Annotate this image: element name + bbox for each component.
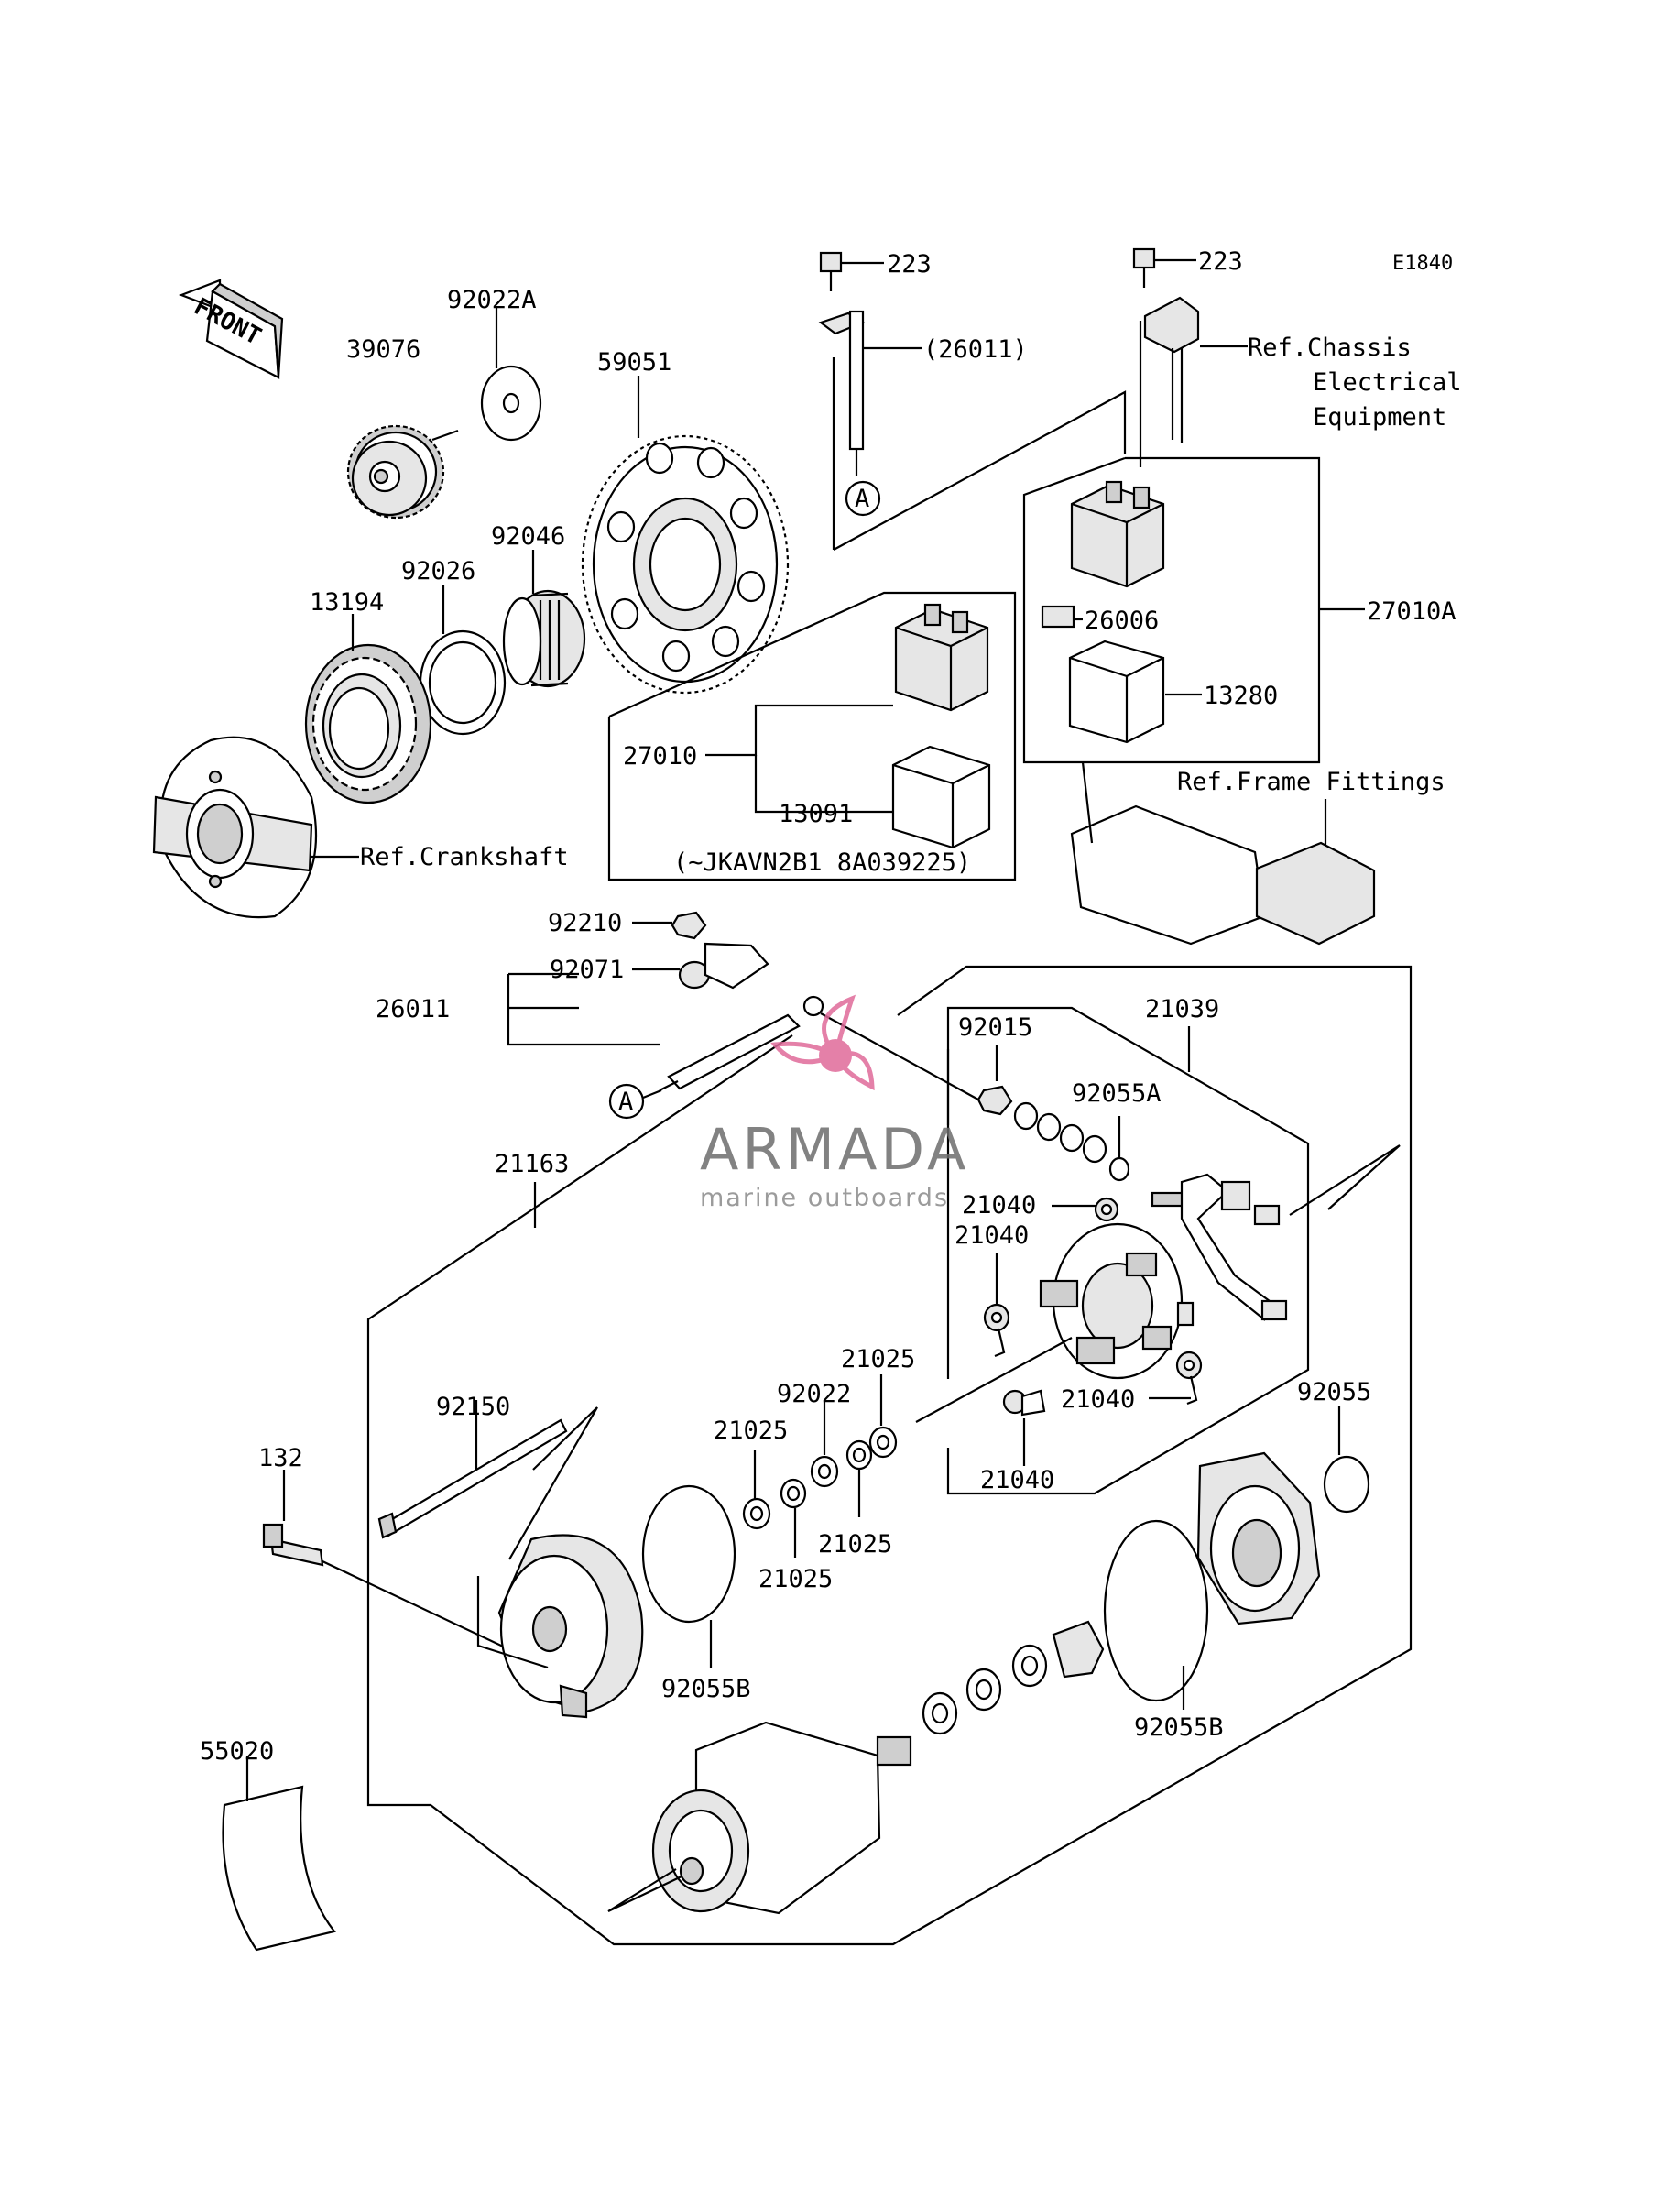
label-21025-b: 21025 — [714, 1417, 788, 1445]
label-13280: 13280 — [1204, 682, 1278, 710]
part-55020-cover — [222, 1785, 336, 1952]
part-59051-ring-gear — [581, 434, 790, 695]
part-brush-plate — [1039, 1222, 1195, 1380]
label-21040-b: 21040 — [955, 1221, 1029, 1250]
part-27010-relay — [894, 603, 989, 712]
label-13091: 13091 — [779, 800, 853, 828]
label-21040-a: 21040 — [962, 1191, 1036, 1220]
part-brush-washers — [1013, 1101, 1130, 1182]
label-21040-d: 21040 — [980, 1466, 1054, 1494]
part-26011-lead-upper — [818, 310, 866, 476]
part-13194-one-way-clutch — [304, 643, 432, 804]
label-39076: 39076 — [346, 335, 420, 364]
part-13280-relay-holder — [1068, 640, 1165, 744]
part-39076-gear — [346, 424, 459, 520]
label-13194: 13194 — [310, 588, 384, 617]
part-92046-needle-bearing — [502, 589, 586, 688]
part-end-cover — [1196, 1451, 1321, 1625]
marker-a-upper: A — [855, 485, 869, 513]
part-21163-starter-motor — [651, 1721, 912, 1915]
label-27010A: 27010A — [1367, 597, 1456, 626]
label-26011-parenthetical: (26011) — [923, 335, 1028, 364]
part-92015-nut — [976, 1085, 1013, 1116]
label-92026: 92026 — [401, 557, 475, 585]
label-92046: 92046 — [491, 522, 565, 551]
label-26006: 26006 — [1085, 607, 1159, 635]
part-223-bolt-a — [819, 251, 843, 291]
part-92210-nut — [671, 911, 707, 940]
part-frame-fitting — [1070, 761, 1376, 946]
part-13091-relay-holder — [891, 745, 991, 849]
part-front-housing — [497, 1534, 644, 1719]
label-55020: 55020 — [200, 1737, 274, 1766]
label-92210: 92210 — [548, 909, 622, 937]
part-27010A-relay — [1070, 480, 1165, 588]
part-92150-through-bolt — [377, 1418, 568, 1539]
part-21039-brush-holder-arm — [1151, 1173, 1288, 1321]
label-92055: 92055 — [1297, 1378, 1371, 1406]
part-crankshaft-rotor — [152, 736, 318, 919]
part-chassis-bracket — [1143, 296, 1200, 443]
part-26011-lead-lower — [659, 995, 824, 1091]
label-ref-chassis-2: Electrical — [1313, 368, 1462, 397]
part-armature-washers — [922, 1620, 1105, 1735]
label-92015: 92015 — [958, 1013, 1032, 1042]
part-92071-boot — [678, 942, 769, 990]
part-21040-spring-b — [983, 1303, 1010, 1358]
part-92055-o-ring — [1323, 1455, 1370, 1514]
part-92026-washer — [419, 629, 507, 736]
diagram-code: E1840 — [1392, 252, 1453, 275]
label-21163: 21163 — [495, 1150, 569, 1178]
part-92022A-washer — [480, 365, 542, 442]
label-serial: (~JKAVN2B1 8A039225) — [673, 848, 971, 877]
part-21040-spring-a — [1094, 1197, 1119, 1222]
part-21040-spring-d — [1002, 1389, 1046, 1417]
watermark-tagline: marine outboards — [700, 1184, 949, 1212]
label-ref-chassis-1: Ref.Chassis — [1248, 334, 1412, 362]
part-92055B-o-ring-b — [1103, 1519, 1209, 1702]
label-92055B-a: 92055B — [661, 1675, 751, 1703]
label-21039: 21039 — [1145, 995, 1219, 1023]
label-92022: 92022 — [777, 1380, 851, 1408]
marker-a-lower: A — [618, 1088, 633, 1116]
label-21025-d: 21025 — [758, 1565, 833, 1593]
label-59051: 59051 — [597, 348, 671, 377]
front-arrow-icon: FRONT — [178, 279, 284, 379]
part-132-bolt — [262, 1523, 324, 1567]
label-223-a: 223 — [887, 250, 932, 279]
watermark-logo: ARMADA marine outboards — [700, 994, 969, 1212]
label-ref-crankshaft: Ref.Crankshaft — [360, 843, 569, 871]
label-92055B-b: 92055B — [1134, 1713, 1224, 1742]
label-ref-chassis-3: Equipment — [1313, 403, 1446, 432]
label-132: 132 — [258, 1444, 303, 1472]
label-26011: 26011 — [376, 995, 450, 1023]
part-26006-fuse — [1041, 605, 1075, 629]
label-92150: 92150 — [436, 1393, 510, 1421]
watermark-brand: ARMADA — [700, 1116, 969, 1183]
label-21025-a: 21025 — [841, 1345, 915, 1373]
label-223-b: 223 — [1198, 247, 1243, 276]
label-21040-c: 21040 — [1061, 1385, 1135, 1414]
label-92071: 92071 — [550, 956, 624, 984]
label-ref-frame-fittings: Ref.Frame Fittings — [1177, 768, 1445, 796]
part-223-bolt-b — [1132, 247, 1156, 288]
label-27010: 27010 — [623, 742, 697, 771]
part-21040-spring-c — [1175, 1351, 1203, 1406]
label-21025-c: 21025 — [818, 1530, 892, 1559]
label-92055A: 92055A — [1072, 1079, 1162, 1108]
part-92055B-o-ring-a — [641, 1484, 736, 1624]
label-92022A: 92022A — [447, 286, 537, 314]
